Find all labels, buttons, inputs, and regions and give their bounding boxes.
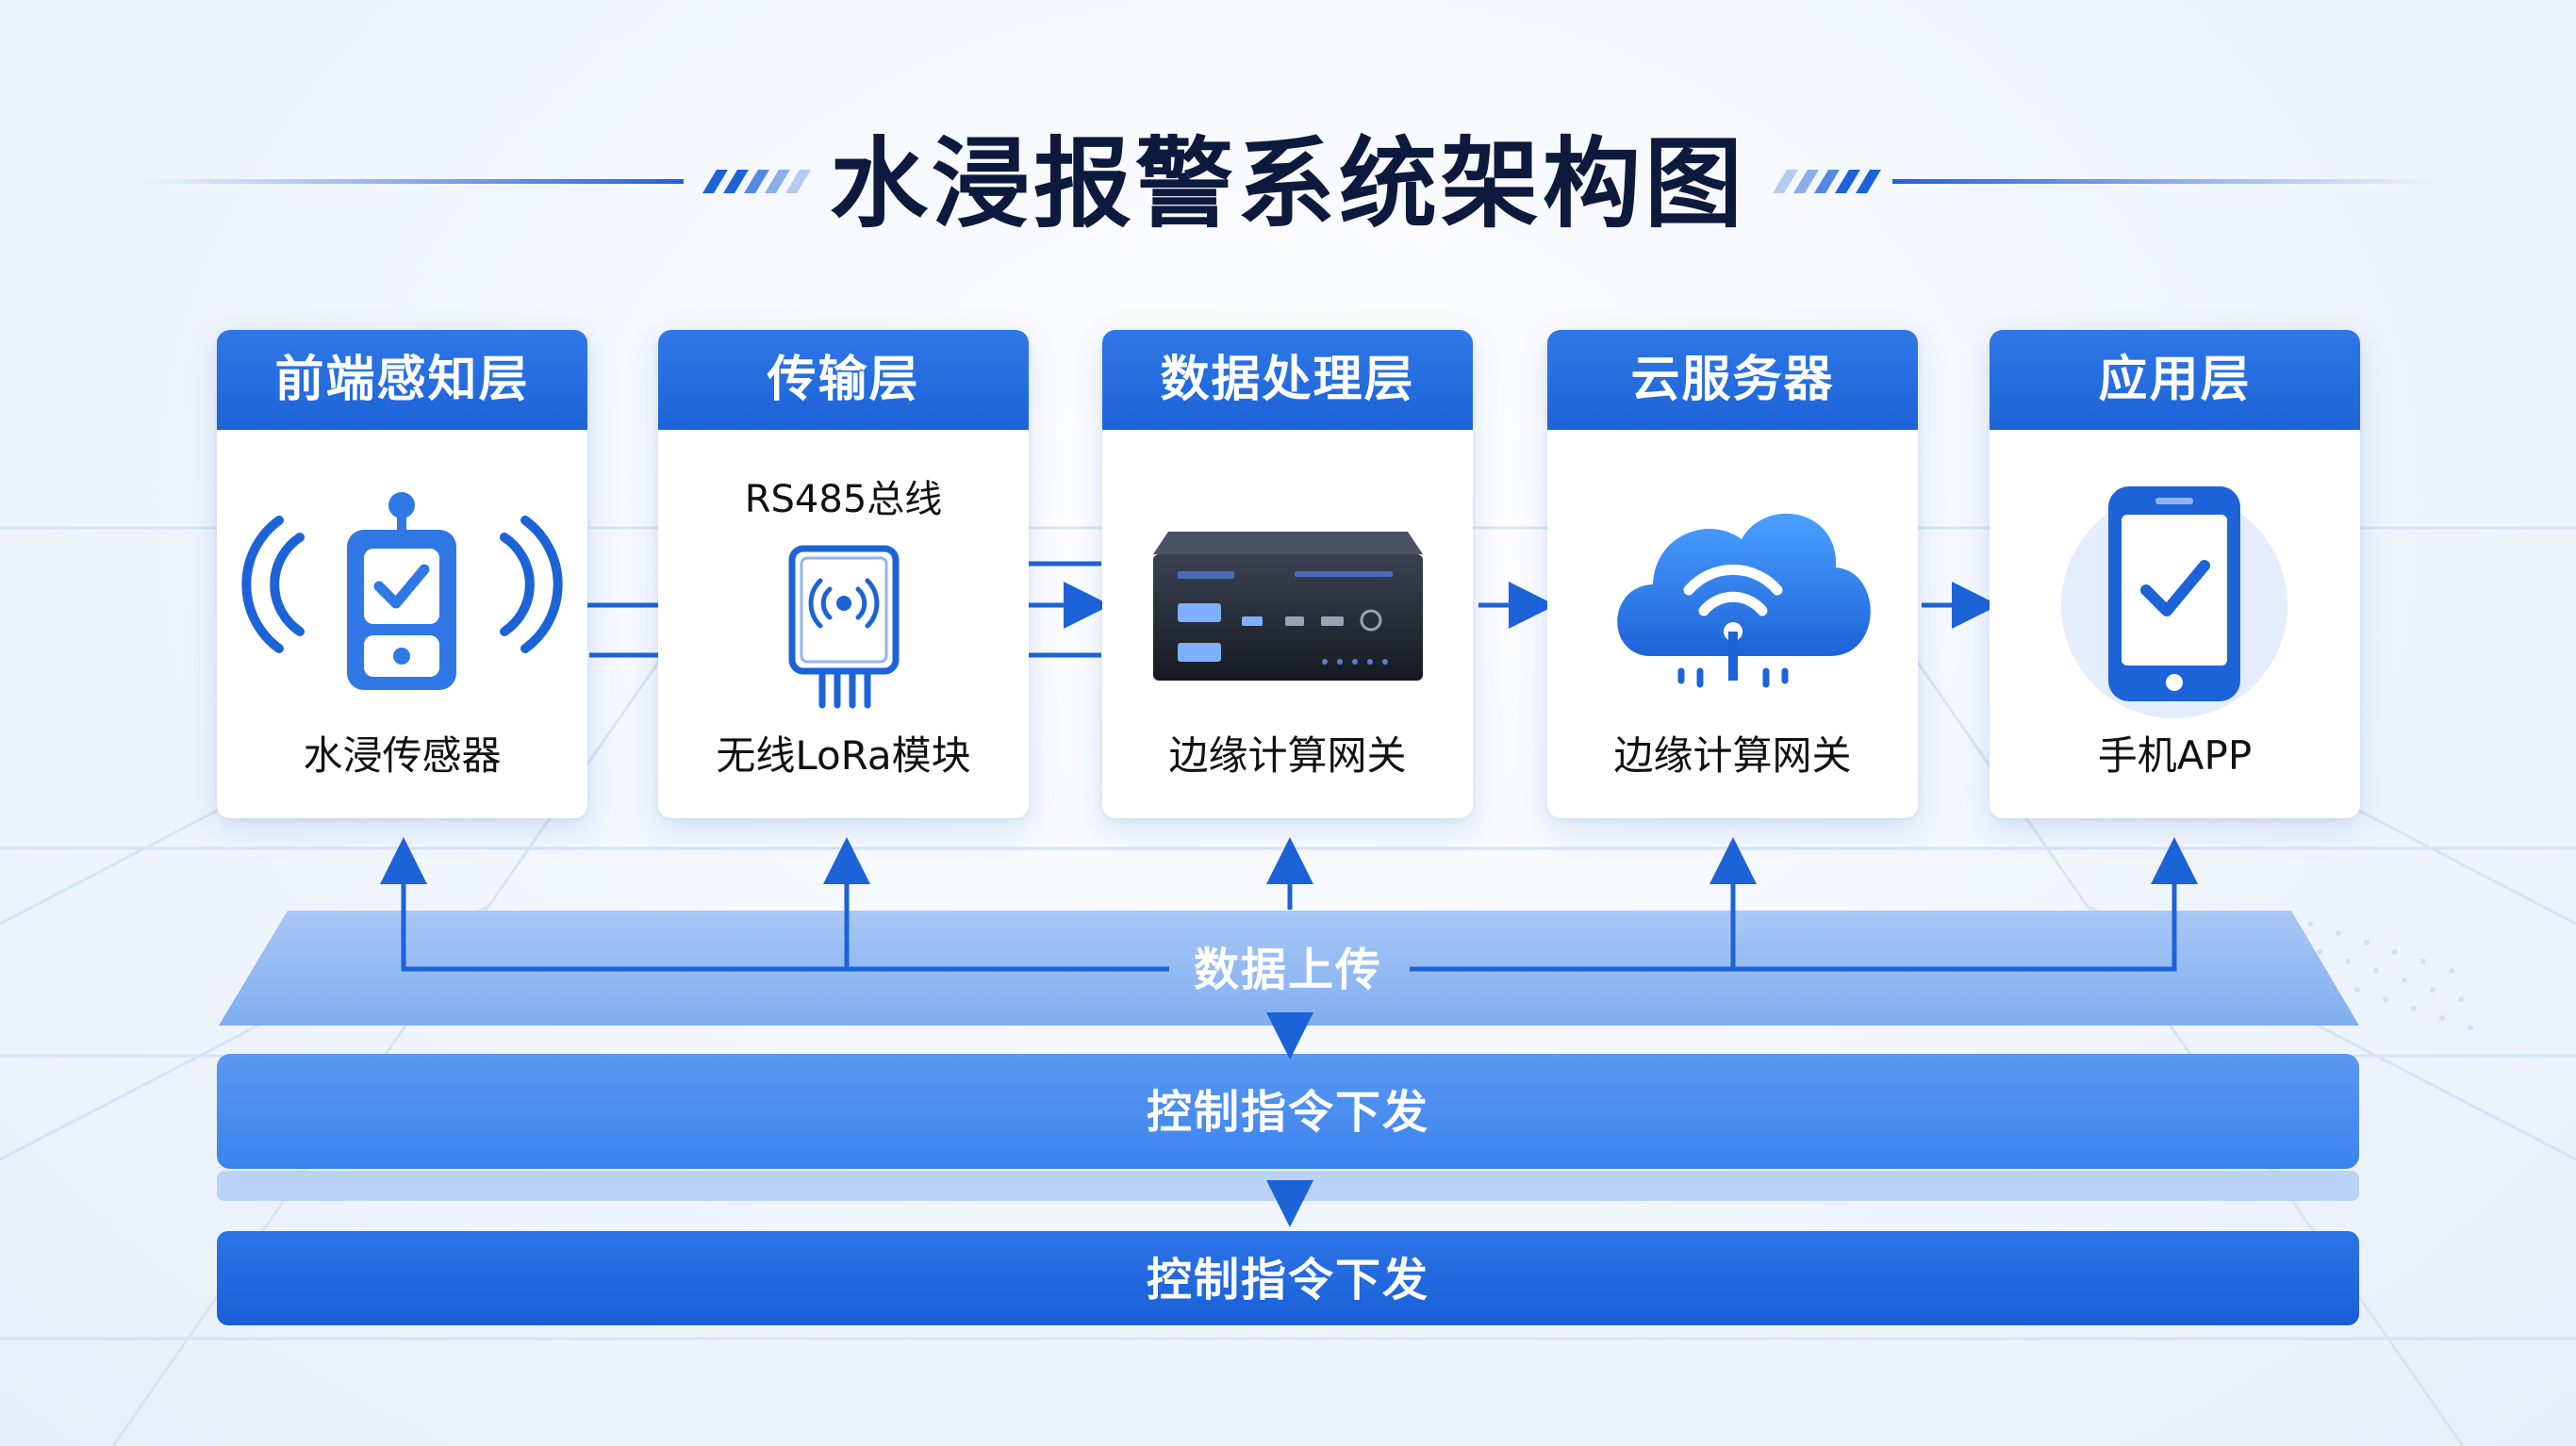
card-header-cloud: 云服务器 [1547,330,1918,430]
page-title: 水浸报警系统架构图 [829,126,1746,241]
card-header-application: 应用层 [1990,330,2360,430]
card-application-layer: 应用层 手机APP [1990,330,2360,818]
water-sensor-icon [241,492,563,690]
card-label-perception: 水浸传感器 [303,732,502,779]
card-label-transport: 无线LoRa模块 [716,732,971,779]
control-label-2: 控制指令下发 [1146,1254,1429,1306]
title-slashes-right [1773,170,1881,193]
title-slashes-left [702,170,811,193]
upload-line-right [1410,837,2198,972]
card-perception-layer: 前端感知层 水浸传感器 [217,330,587,818]
card-header-processing: 数据处理层 [1102,330,1473,430]
card-transport-layer: 传输层 RS485总线 无线LoRa模块 [658,330,1029,818]
card-sublabel-transport: RS485总线 [744,478,943,521]
title-line-right [1892,179,2435,184]
card-label-application: 手机APP [2097,732,2253,779]
card-cloud-layer: 云服务器 边缘计算网关 [1547,330,1918,818]
control-band-2 [217,1231,2359,1325]
lora-module-icon [788,545,900,709]
upload-label: 数据上传 [1193,944,1382,996]
card-header-perception: 前端感知层 [217,330,587,430]
gateway-device-icon [1153,532,1423,681]
card-label-processing: 边缘计算网关 [1168,732,1407,779]
upload-band [219,911,2359,1026]
cloud-icon [1617,513,1871,688]
control-band-1 [217,1054,2359,1169]
card-header-transport: 传输层 [658,330,1029,430]
title-line-left [141,179,684,184]
phone-app-icon [2061,486,2287,718]
control-label-1: 控制指令下发 [1146,1086,1429,1139]
card-processing-layer: 数据处理层 边缘计算网关 [1102,330,1473,818]
card-label-cloud: 边缘计算网关 [1613,732,1852,779]
upload-line-left [380,837,1169,972]
